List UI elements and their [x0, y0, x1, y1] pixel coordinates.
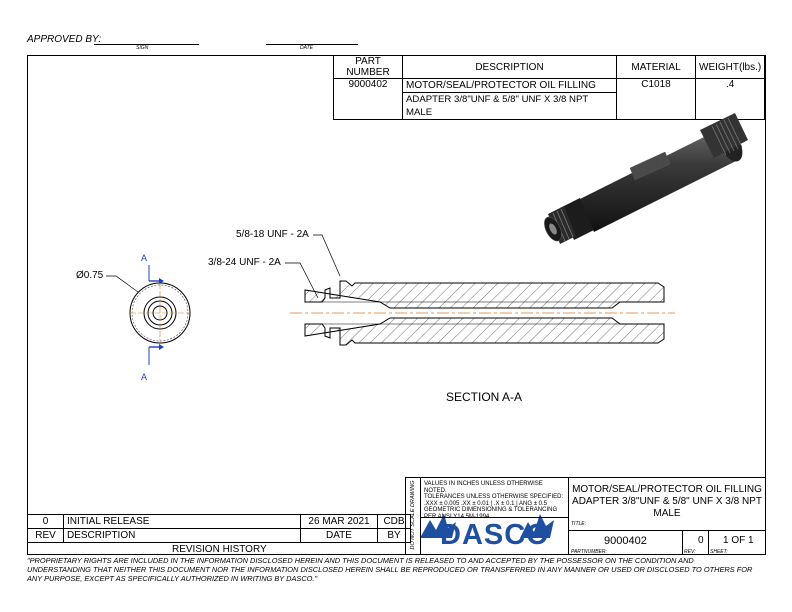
note-line: PER ANSI Y14.5M-1994: [424, 513, 490, 520]
proprietary-line3: ANY PURPOSE, EXCEPT AS SPECIFICALLY AUTH…: [27, 574, 318, 583]
bom-table: PART NUMBER DESCRIPTION MATERIAL WEIGHT(…: [333, 55, 766, 120]
tb-divider-h2: [420, 517, 568, 518]
approved-by-label: APPROVED BY:: [27, 34, 102, 45]
tb-divider-v1: [420, 477, 421, 555]
diameter-label: Ø0.75: [76, 270, 104, 281]
date-line: [266, 44, 358, 45]
part-number-label: PARTNUMBER:: [571, 549, 607, 555]
tb-divider-v3: [682, 530, 683, 555]
title-text: MOTOR/SEAL/PROTECTOR OIL FILLING ADAPTER…: [570, 484, 764, 520]
section-view: [285, 234, 675, 346]
dasco-logo-graphic: [420, 514, 554, 538]
section-marker-bottom-label: A: [141, 372, 148, 382]
proprietary-notice: "PROPRIETARY RIGHTS ARE INCLUDED IN THE …: [27, 556, 767, 583]
tb-divider-h1: [568, 530, 766, 531]
title-block: [405, 477, 766, 555]
section-marker-top-label: A: [141, 253, 148, 263]
revision-date: 26 MAR 2021: [300, 514, 378, 529]
section-marker-bottom: [148, 344, 164, 365]
note-line: VALUES IN INCHES UNLESS OTHERWISE NOTED.: [424, 481, 543, 494]
bom-part-number: 9000402: [333, 78, 403, 120]
thread-callout-5-8: 5/8-18 UNF - 2A: [236, 229, 309, 240]
revision-rev: 0: [27, 514, 64, 529]
end-view: [106, 275, 191, 344]
bom-header-part-number: PART NUMBER: [333, 55, 403, 79]
proprietary-line2: UNDERSTANDING THAT NEITHER THIS DOCUMENT…: [27, 565, 753, 574]
tb-divider-v4: [708, 530, 709, 555]
title-part-number: 9000402: [604, 535, 647, 547]
thread-callout-3-8: 3/8-24 UNF - 2A: [208, 257, 281, 268]
do-not-scale-note: DO NOT SCALE DRAWING: [410, 480, 416, 550]
note-line: .XXX ± 0.005 .XX ± 0.01 | .X ± 0.1 | ANG…: [424, 500, 548, 507]
sign-line: [94, 44, 199, 45]
date-label: DATE: [300, 45, 313, 51]
revision-row: 0 INITIAL RELEASE 26 MAR 2021 CDB: [27, 514, 411, 529]
title-rev: 0: [698, 535, 704, 546]
section-label: SECTION A-A: [446, 390, 523, 404]
revision-description: INITIAL RELEASE: [63, 514, 301, 529]
revision-table: 0 INITIAL RELEASE 26 MAR 2021 CDB REV DE…: [27, 514, 411, 543]
title-line1: MOTOR/SEAL/PROTECTOR OIL FILLING: [572, 484, 762, 495]
proprietary-line1: "PROPRIETARY RIGHTS ARE INCLUDED IN THE …: [27, 556, 694, 565]
revision-header-rev: REV: [27, 528, 64, 543]
note-line: TOLERANCES UNLESS OTHERWISE SPECIFIED:: [424, 494, 564, 501]
sign-label: SIGN: [136, 45, 149, 51]
bom-description-line2: ADAPTER 3/8"UNF & 5/8" UNF X 3/8 NPT MAL…: [403, 92, 616, 119]
tb-divider-v2: [568, 477, 569, 555]
dasco-logo-text: DASCO: [440, 519, 550, 551]
title-label: TITLE:: [571, 521, 587, 527]
revision-header-by: BY: [377, 528, 411, 543]
sheet-label: SHEET:: [710, 549, 728, 555]
revision-history-title: REVISION HISTORY: [172, 544, 267, 555]
part-3d-render: [544, 113, 748, 244]
revision-header-description: DESCRIPTION: [63, 528, 301, 543]
rev-label: REV:: [684, 549, 696, 555]
tolerance-notes: VALUES IN INCHES UNLESS OTHERWISE NOTED.…: [424, 481, 566, 521]
title-line3: MALE: [653, 508, 681, 519]
bom-material: C1018: [616, 78, 696, 120]
title-sheet: 1 OF 1: [723, 535, 754, 546]
revision-header-date: DATE: [300, 528, 378, 543]
bom-description-line1: MOTOR/SEAL/PROTECTOR OIL FILLING: [406, 80, 596, 91]
revision-header-row: REV DESCRIPTION DATE BY: [27, 528, 411, 543]
bom-header-description: DESCRIPTION: [402, 55, 617, 79]
bom-description: MOTOR/SEAL/PROTECTOR OIL FILLING ADAPTER…: [402, 78, 617, 120]
section-marker-top: [148, 265, 164, 284]
note-line: GEOMETRIC DIMENSIONING & TOLERANCING: [424, 507, 558, 514]
title-line2: ADAPTER 3/8"UNF & 5/8" UNF X 3/8 NPT: [572, 496, 762, 507]
